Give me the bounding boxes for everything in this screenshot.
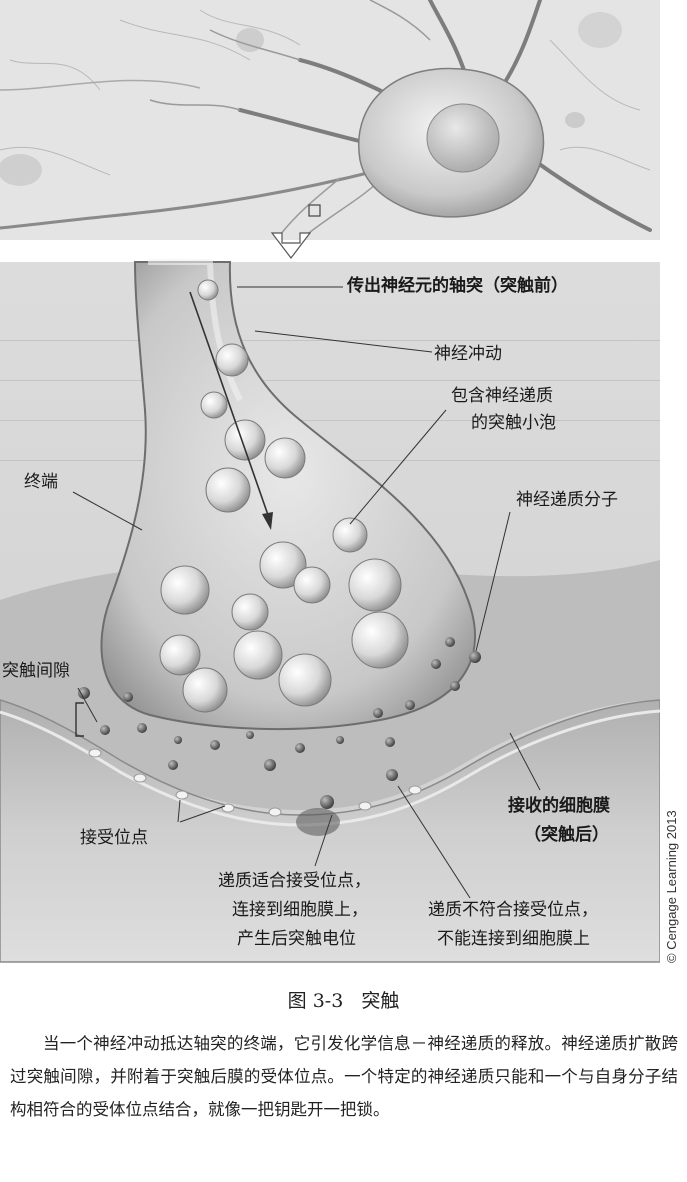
label-receiving-membrane-line2: （突触后） bbox=[524, 825, 609, 845]
figure-caption: 图 3-3 突触 bbox=[0, 986, 687, 1013]
label-fit-line1: 递质适合接受位点， bbox=[218, 871, 371, 891]
label-vesicle-line1: 包含神经递质 bbox=[451, 386, 553, 406]
synapse-figure: 传出神经元的轴突（突触前） 神经冲动 包含神经递质 的突触小泡 终端 神经递质分… bbox=[0, 0, 679, 963]
label-nerve-impulse: 神经冲动 bbox=[434, 344, 502, 364]
receptor-sites bbox=[88, 748, 422, 817]
label-neurotransmitter-molecule: 神经递质分子 bbox=[516, 490, 618, 510]
label-receiving-membrane-line1: 接收的细胞膜 bbox=[508, 796, 610, 816]
impulse-arrow-icon bbox=[189, 291, 273, 530]
label-presynaptic-axon: 传出神经元的轴突（突触前） bbox=[347, 276, 568, 296]
label-fit-line2: 连接到细胞膜上， bbox=[232, 900, 368, 920]
label-vesicle-line2: 的突触小泡 bbox=[471, 413, 556, 433]
zoom-arrow-icon bbox=[270, 232, 312, 259]
synapse-illustration bbox=[0, 0, 661, 963]
label-nofit-line1: 递质不符合接受位点， bbox=[428, 900, 598, 920]
synapse-detail-panel bbox=[0, 259, 661, 963]
body-paragraph: 当一个神经冲动抵达轴突的终端，它引发化学信息－神经递质的释放。神经递质扩散跨过突… bbox=[10, 1034, 678, 1119]
label-nofit-line2: 不能连接到细胞膜上 bbox=[437, 929, 590, 949]
neuron-overview-panel bbox=[0, 0, 660, 259]
label-receptor-site: 接受位点 bbox=[80, 828, 148, 848]
label-fit-line3: 产生后突触电位 bbox=[237, 929, 356, 949]
leader-lines bbox=[72, 286, 541, 899]
synaptic-vesicles bbox=[159, 279, 409, 713]
copyright-credit: © Cengage Learning 2013 bbox=[664, 810, 679, 963]
figure-number: 图 3-3 bbox=[287, 990, 344, 1012]
label-synaptic-cleft: 突触间隙 bbox=[2, 661, 70, 681]
label-terminal: 终端 bbox=[24, 472, 58, 492]
cleft-bracket bbox=[75, 702, 84, 737]
figure-title: 突触 bbox=[361, 990, 400, 1012]
zoom-marker bbox=[308, 204, 321, 217]
neurotransmitter-molecules bbox=[78, 637, 481, 809]
